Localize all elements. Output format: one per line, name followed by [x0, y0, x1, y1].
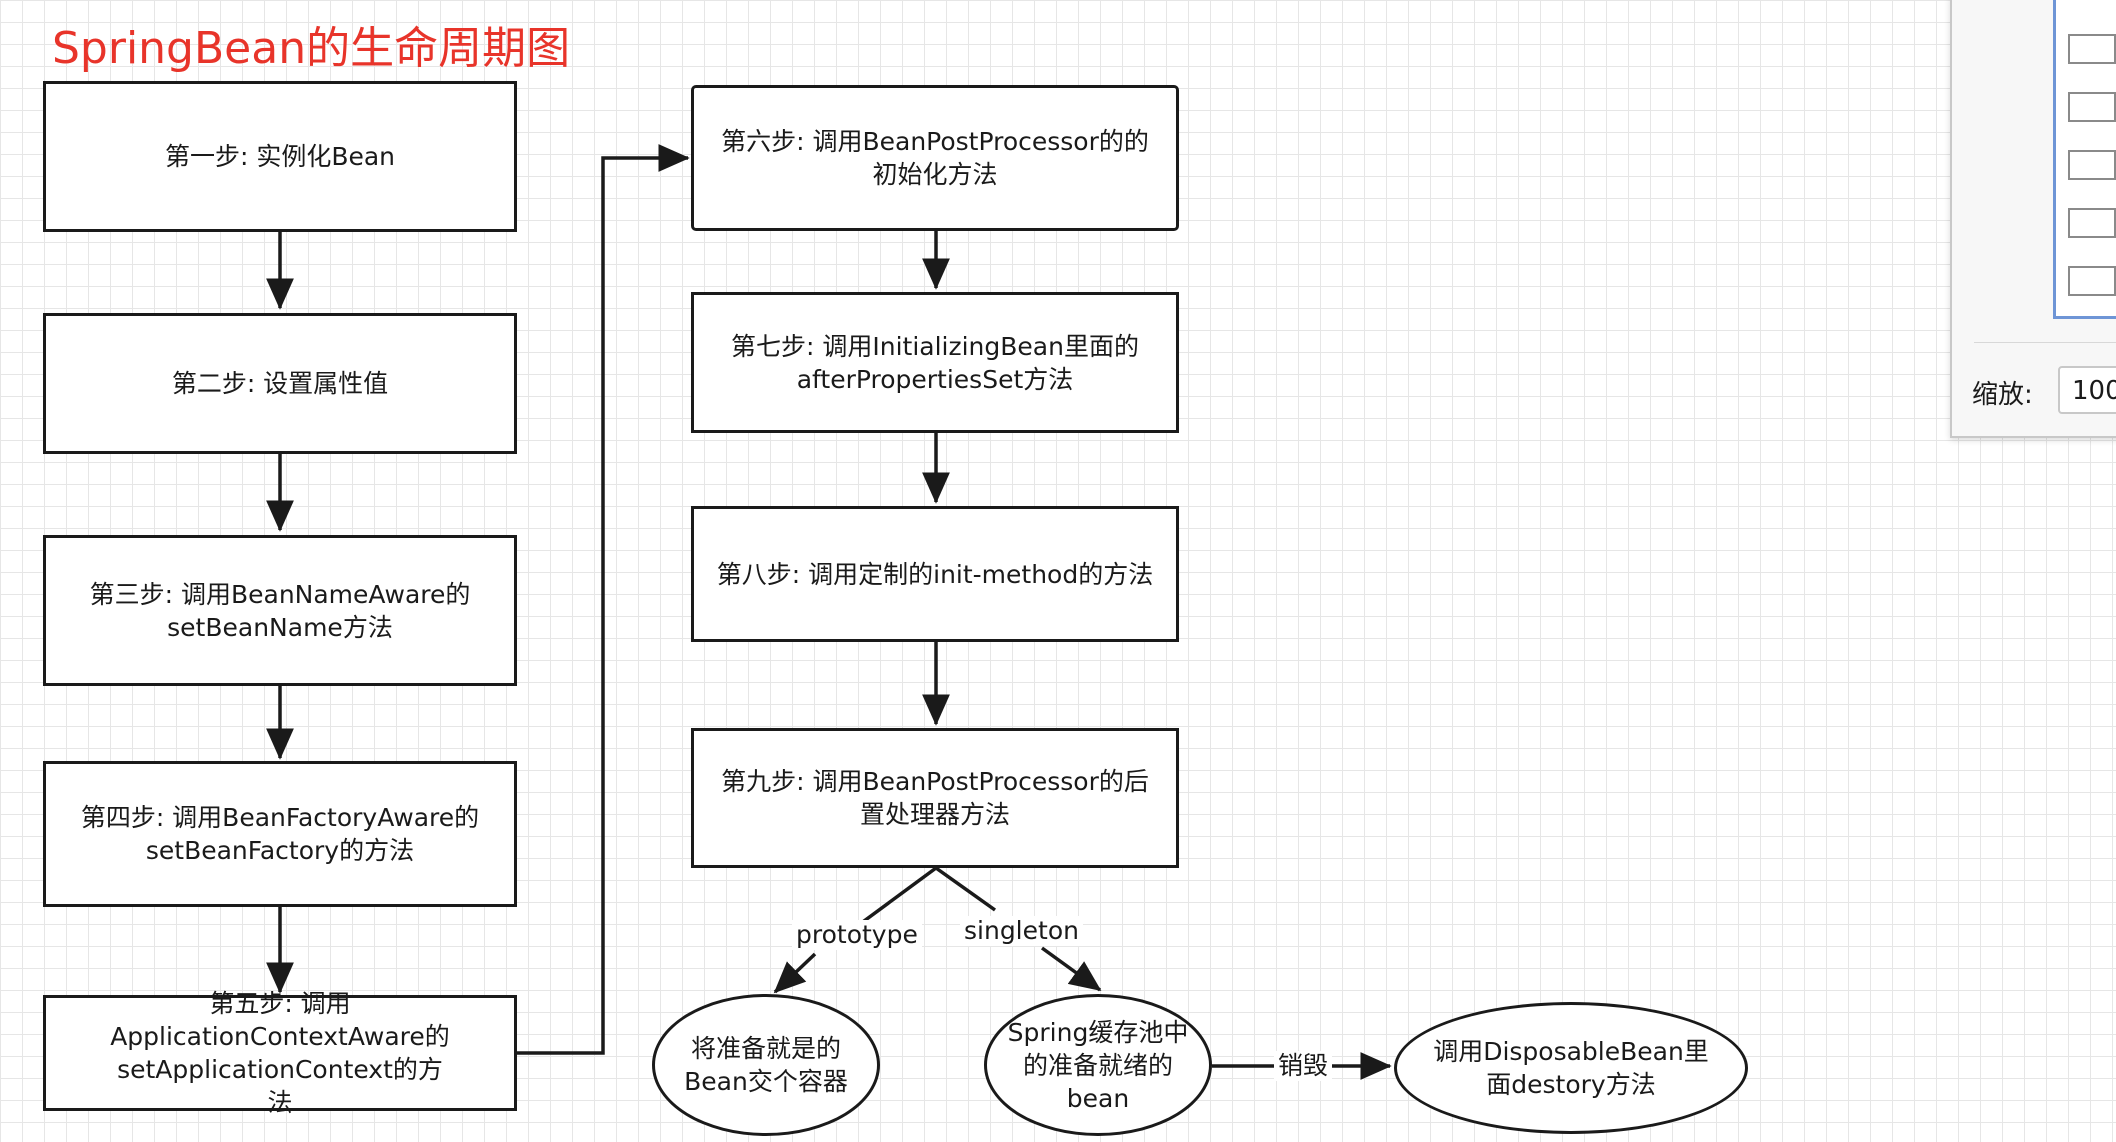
prototype-target-label: 将准备就是的Bean交个容器 — [684, 1034, 848, 1096]
singleton-target-label: Spring缓存池中的准备就绪的bean — [1007, 1017, 1189, 1113]
step-8-node[interactable]: 第八步: 调用定制的init-method的方法 — [691, 506, 1179, 642]
arrow-prototype — [858, 866, 938, 926]
step-7-label: 第七步: 调用InitializingBean里面的afterPropertie… — [731, 331, 1139, 394]
edge-label-destroy: 销毁 — [1274, 1051, 1333, 1081]
step-4-label: 第四步: 调用BeanFactoryAware的setBeanFactory的方… — [80, 803, 480, 865]
panel-divider — [1974, 342, 2116, 343]
edge-label-prototype: prototype — [792, 920, 922, 950]
step-3-node[interactable]: 第三步: 调用BeanNameAware的setBeanName方法 — [43, 535, 517, 686]
step-2-node[interactable]: 第二步: 设置属性值 — [43, 313, 517, 454]
step-8-label: 第八步: 调用定制的init-method的方法 — [716, 559, 1154, 589]
destroy-target-ellipse[interactable]: 调用DisposableBean里面destory方法 — [1394, 1002, 1748, 1134]
step-1-node[interactable]: 第一步: 实例化Bean — [43, 81, 517, 232]
outline-mini-node — [2068, 92, 2116, 122]
step-9-label: 第九步: 调用BeanPostProcessor的后置处理器方法 — [721, 767, 1149, 829]
step-1-label: 第一步: 实例化Bean — [164, 142, 396, 171]
arrow-singleton-head — [1040, 946, 1102, 992]
step-5-node[interactable]: 第五步: 调用ApplicationContextAware的setApplic… — [43, 989, 517, 1117]
step-7-node[interactable]: 第七步: 调用InitializingBean里面的afterPropertie… — [691, 292, 1179, 433]
step-5-label: 第五步: 调用ApplicationContextAware的setApplic… — [110, 989, 450, 1117]
edge-label-singleton: singleton — [960, 916, 1083, 946]
outline-mini-node — [2068, 34, 2116, 64]
step-3-label: 第三步: 调用BeanNameAware的setBeanName方法 — [89, 579, 471, 642]
destroy-target-label: 调用DisposableBean里面destory方法 — [1433, 1037, 1709, 1099]
step-6-node[interactable]: 第六步: 调用BeanPostProcessor的的初始化方法 — [691, 85, 1179, 231]
arrow-s5-s6 — [517, 144, 690, 1055]
outline-mini-node — [2068, 266, 2116, 296]
step-4-node[interactable]: 第四步: 调用BeanFactoryAware的setBeanFactory的方… — [43, 761, 517, 907]
step-6-label: 第六步: 调用BeanPostProcessor的的初始化方法 — [721, 127, 1149, 189]
arrow-singleton — [934, 866, 997, 912]
zoom-label: 缩放: — [1972, 380, 2033, 410]
zoom-input[interactable]: 100 — [2058, 366, 2116, 414]
arrow-prototype-head — [773, 952, 817, 994]
outline-mini-node — [2068, 150, 2116, 180]
step-9-node[interactable]: 第九步: 调用BeanPostProcessor的后置处理器方法 — [691, 728, 1179, 868]
prototype-target-ellipse[interactable]: 将准备就是的Bean交个容器 — [652, 994, 880, 1136]
step-2-label: 第二步: 设置属性值 — [171, 369, 389, 398]
diagram-title: SpringBean的生命周期图 — [52, 23, 571, 74]
singleton-target-ellipse[interactable]: Spring缓存池中的准备就绪的bean — [984, 994, 1212, 1136]
outline-mini-node — [2068, 208, 2116, 238]
